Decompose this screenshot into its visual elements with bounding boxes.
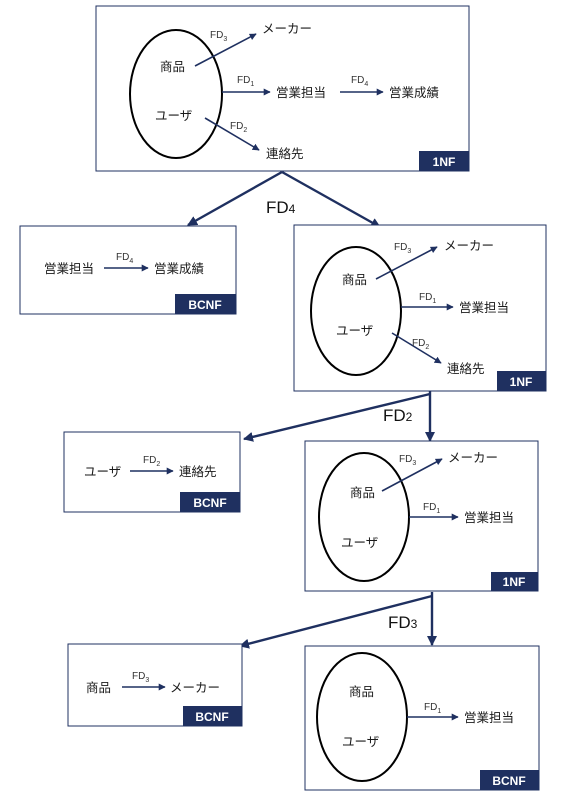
fd-source: ユーザ <box>84 464 121 479</box>
split-label-fd3: FD3 <box>388 613 418 632</box>
attr-user: ユーザ <box>155 108 192 123</box>
badge-text: BCNF <box>492 774 525 788</box>
relation-box-6: 商品 FD3 メーカー BCNF <box>67 643 243 727</box>
fd-target: 営業成績 <box>154 261 204 276</box>
relation-box-3: 商品 ユーザ FD3 メーカー FD1 営業担当 FD2 連絡先 1NF <box>293 224 547 392</box>
badge-bcnf <box>480 770 539 790</box>
fd-label: FD2 <box>143 455 160 468</box>
fd-label-tanto: FD1 <box>237 75 254 88</box>
relation-box-2: 営業担当 FD4 営業成績 BCNF <box>19 225 237 315</box>
fd-label: FD3 <box>132 671 149 684</box>
attr-shohin: 商品 <box>342 272 367 287</box>
badge-text: 1NF <box>510 375 533 389</box>
badge-text: 1NF <box>503 575 526 589</box>
attribute-ellipse <box>129 29 223 159</box>
relation-box-4: ユーザ FD2 連絡先 BCNF <box>63 431 241 513</box>
badge-1nf <box>419 151 469 171</box>
relation-box-1: 商品 ユーザ FD3 メーカー FD1 営業担当 FD4 営業成績 FD2 連絡… <box>95 5 470 172</box>
attr-shohin: 商品 <box>160 59 185 74</box>
split-label-fd4: FD4 <box>266 198 296 217</box>
fd-label: FD4 <box>116 252 133 265</box>
box-frame <box>304 440 539 592</box>
box-frame <box>95 5 470 172</box>
fd-label-maker: FD3 <box>394 242 411 255</box>
target-renraku: 連絡先 <box>447 361 485 376</box>
fd-arrow-renraku <box>204 117 260 151</box>
fd-source: 商品 <box>86 680 111 695</box>
badge-text: BCNF <box>188 298 221 312</box>
badge-1nf <box>497 371 546 391</box>
split-arrow-fd2-left <box>243 392 431 442</box>
target-tanto: 営業担当 <box>459 300 509 315</box>
fd-source: 営業担当 <box>44 261 94 276</box>
badge-bcnf <box>180 492 240 512</box>
split-arrow-fd4-right <box>281 170 381 229</box>
relation-box-5: 商品 ユーザ FD3 メーカー FD1 営業担当 1NF <box>304 440 539 592</box>
split-arrow-fd3-left <box>239 594 433 649</box>
fd-label-renraku: FD2 <box>412 338 429 351</box>
fd-target: 連絡先 <box>179 464 217 479</box>
badge-text: 1NF <box>433 155 456 169</box>
fd-label-tanto: FD1 <box>423 502 440 515</box>
attr-user: ユーザ <box>336 323 373 338</box>
fd-label-tanto: FD1 <box>424 702 441 715</box>
relation-box-7: 商品 ユーザ FD1 営業担当 BCNF <box>304 645 540 791</box>
target-maker: メーカー <box>448 450 498 465</box>
target-maker: メーカー <box>262 21 312 36</box>
fd-label-maker: FD3 <box>399 454 416 467</box>
attr-shohin: 商品 <box>349 684 374 699</box>
fd-label-tanto: FD1 <box>419 292 436 305</box>
badge-text: BCNF <box>193 496 226 510</box>
fd-target: メーカー <box>170 680 220 695</box>
target-maker: メーカー <box>444 238 494 253</box>
badge-bcnf <box>175 294 236 314</box>
attribute-ellipse <box>310 246 402 376</box>
split-label-fd2: FD2 <box>383 406 413 425</box>
box-frame <box>304 645 540 791</box>
fd-label-seiseki: FD4 <box>351 75 368 88</box>
fd-arrow-maker <box>375 246 438 280</box>
target-tanto: 営業担当 <box>276 85 326 100</box>
fd-arrow-maker <box>194 33 257 67</box>
target-seiseki: 営業成績 <box>389 85 439 100</box>
target-renraku: 連絡先 <box>266 146 304 161</box>
badge-text: BCNF <box>195 710 228 724</box>
attr-user: ユーザ <box>341 535 378 550</box>
target-tanto: 営業担当 <box>464 510 514 525</box>
badge-bcnf <box>183 706 242 726</box>
split-arrow-fd4-left <box>187 170 283 227</box>
attr-user: ユーザ <box>342 734 379 749</box>
fd-arrow-maker <box>381 458 443 492</box>
badge-1nf <box>491 572 538 591</box>
attr-shohin: 商品 <box>350 485 375 500</box>
target-tanto: 営業担当 <box>464 710 514 725</box>
fd-arrow-renraku <box>391 332 442 364</box>
fd-label-maker: FD3 <box>210 30 227 43</box>
fd-label-renraku: FD2 <box>230 121 247 134</box>
